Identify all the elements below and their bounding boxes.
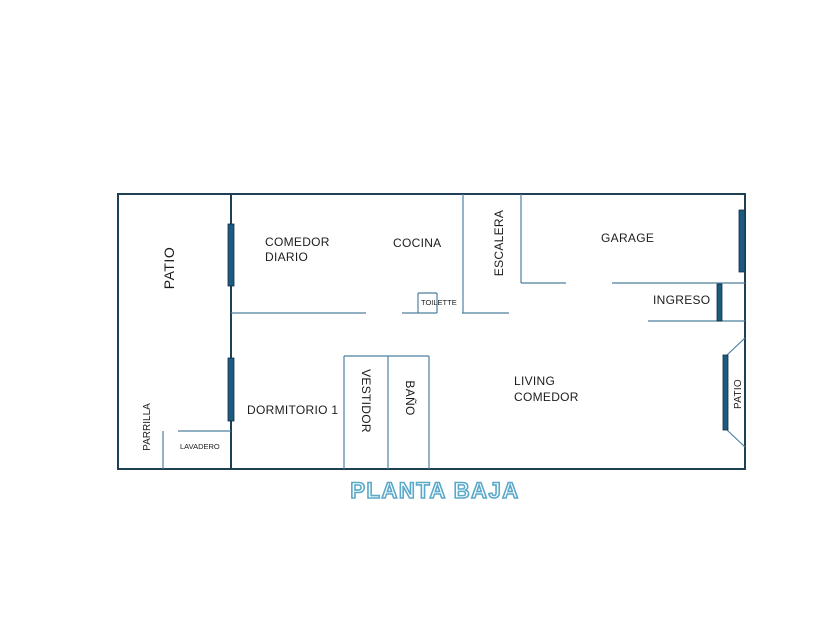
room-label-patio-right: PATIO xyxy=(733,379,744,409)
room-label-garage: GARAGE xyxy=(601,231,654,245)
page-title: PLANTA BAJA xyxy=(350,478,519,503)
room-label-parrilla: PARRILLA xyxy=(142,403,153,451)
room-label-escalera: ESCALERA xyxy=(492,210,506,276)
room-label-cocina: COCINA xyxy=(393,236,441,250)
room-label-toilette: TOILETTE xyxy=(421,298,457,307)
room-label-vestidor: VESTIDOR xyxy=(359,369,373,433)
room-label-comedor-diario-2: DIARIO xyxy=(265,250,308,264)
windows xyxy=(227,209,746,431)
room-label-living-2: COMEDOR xyxy=(514,390,579,404)
room-label-lavadero: LAVADERO xyxy=(180,442,220,451)
room-label-comedor-diario: COMEDOR xyxy=(265,235,330,249)
room-label-living: LIVING xyxy=(514,374,555,388)
room-label-bano: BAÑO xyxy=(403,380,417,415)
room-label-dormitorio: DORMITORIO 1 xyxy=(247,403,338,417)
room-label-patio-left: PATIO xyxy=(161,247,177,289)
interior-walls xyxy=(162,194,746,469)
room-label-ingreso: INGRESO xyxy=(653,293,710,307)
